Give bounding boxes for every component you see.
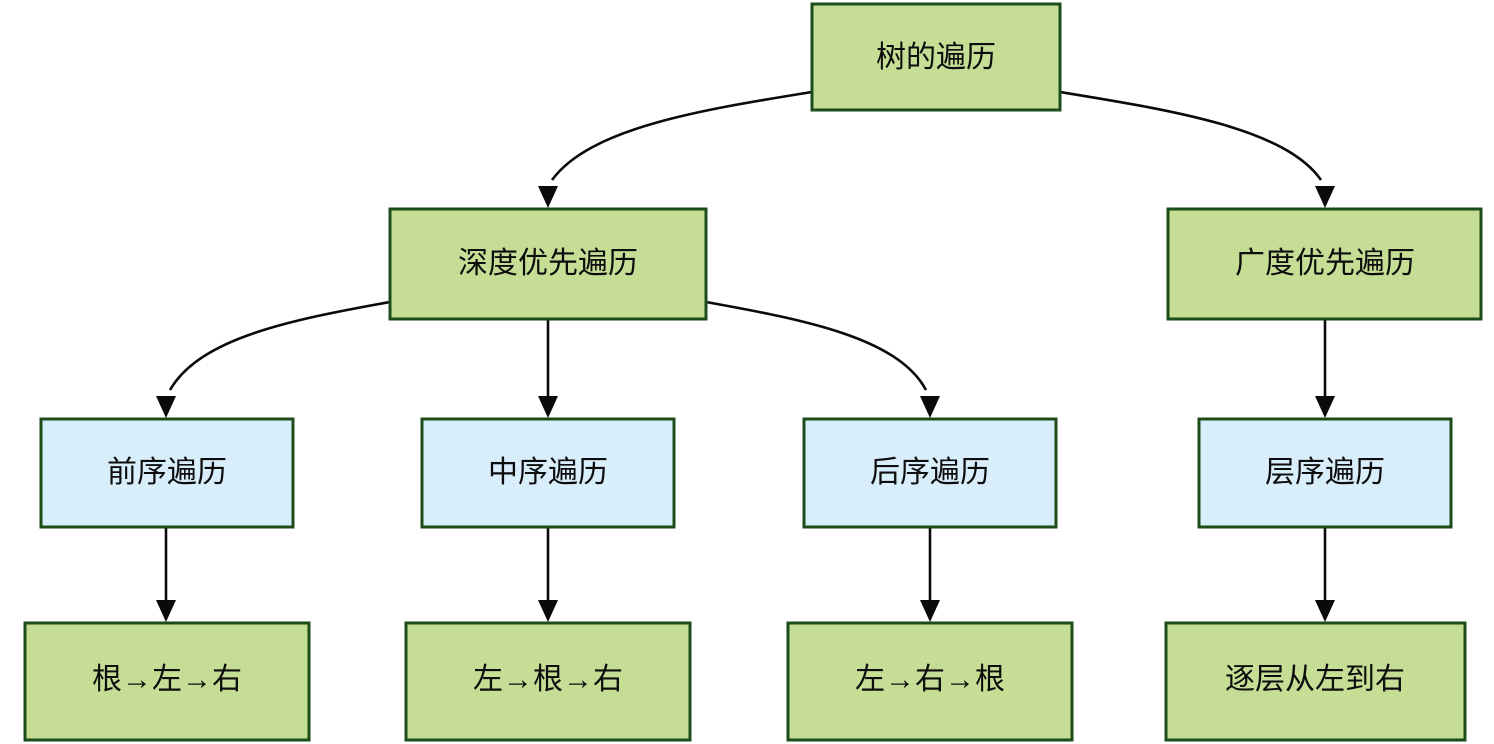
edge-root-to-dfs [538,90,813,208]
edge-dfs-to-preorder-path [168,300,391,391]
node-preorder[interactable]: 前序遍历 [39,417,295,529]
edge-root-to-bfs-path [1059,90,1323,181]
edge-levelorder-to-result [1315,526,1335,622]
node-postorder-box[interactable] [802,417,1058,529]
edge-bfs-to-levelorder-arrowhead [1315,396,1335,418]
node-dfs-box[interactable] [388,207,708,321]
node-inorder-result-box[interactable] [404,621,692,742]
node-postorder-result-box[interactable] [786,621,1074,742]
edge-layer [156,90,1335,622]
edge-levelorder-to-result-arrowhead [1315,600,1335,622]
edge-dfs-to-postorder-path [705,300,928,391]
node-postorder-result[interactable]: 左→右→根 [786,621,1074,742]
node-levelorder-result-label: 逐层从左到右 [1225,663,1405,696]
edge-root-to-bfs-arrowhead [1315,186,1335,208]
edge-root-to-dfs-arrowhead [538,186,558,208]
node-root-box[interactable] [810,2,1062,112]
node-dfs[interactable]: 深度优先遍历 [388,207,708,321]
edge-dfs-to-postorder-arrowhead [920,396,940,418]
node-preorder-box[interactable] [39,417,295,529]
edge-root-to-bfs [1059,90,1335,208]
node-levelorder[interactable]: 层序遍历 [1197,417,1453,529]
node-root[interactable]: 树的遍历 [810,2,1062,112]
node-dfs-label: 深度优先遍历 [458,247,638,280]
edge-inorder-to-result [538,526,558,622]
edge-bfs-to-levelorder [1315,318,1335,418]
node-inorder-box[interactable] [420,417,676,529]
node-postorder[interactable]: 后序遍历 [802,417,1058,529]
node-postorder-result-label: 左→右→根 [855,663,1005,696]
node-inorder[interactable]: 中序遍历 [420,417,676,529]
node-levelorder-box[interactable] [1197,417,1453,529]
node-root-label: 树的遍历 [876,41,996,74]
edge-postorder-to-result-arrowhead [920,600,940,622]
edge-root-to-dfs-path [550,90,813,181]
node-preorder-result-box[interactable] [23,621,311,742]
node-levelorder-result-box[interactable] [1164,621,1467,742]
node-layer: 树的遍历 深度优先遍历 广度优先遍历 前序遍历 中序遍历 [23,2,1483,742]
node-levelorder-result[interactable]: 逐层从左到右 [1164,621,1467,742]
node-inorder-label: 中序遍历 [488,456,608,489]
edge-dfs-to-preorder [156,300,391,418]
edge-dfs-to-preorder-arrowhead [156,396,176,418]
node-preorder-result[interactable]: 根→左→右 [23,621,311,742]
node-inorder-result-label: 左→根→右 [473,663,623,696]
edge-postorder-to-result [920,526,940,622]
edge-inorder-to-result-arrowhead [538,600,558,622]
edge-dfs-to-postorder [705,300,940,418]
node-inorder-result[interactable]: 左→根→右 [404,621,692,742]
edge-dfs-to-inorder-arrowhead [538,396,558,418]
node-preorder-label: 前序遍历 [107,456,227,489]
edge-preorder-to-result [156,526,176,622]
node-postorder-label: 后序遍历 [870,456,990,489]
edge-dfs-to-inorder [538,318,558,418]
node-levelorder-label: 层序遍历 [1265,456,1385,489]
node-bfs-box[interactable] [1166,207,1483,321]
node-preorder-result-label: 根→左→右 [92,663,242,696]
edge-preorder-to-result-arrowhead [156,600,176,622]
node-bfs-label: 广度优先遍历 [1235,247,1415,280]
node-bfs[interactable]: 广度优先遍历 [1166,207,1483,321]
